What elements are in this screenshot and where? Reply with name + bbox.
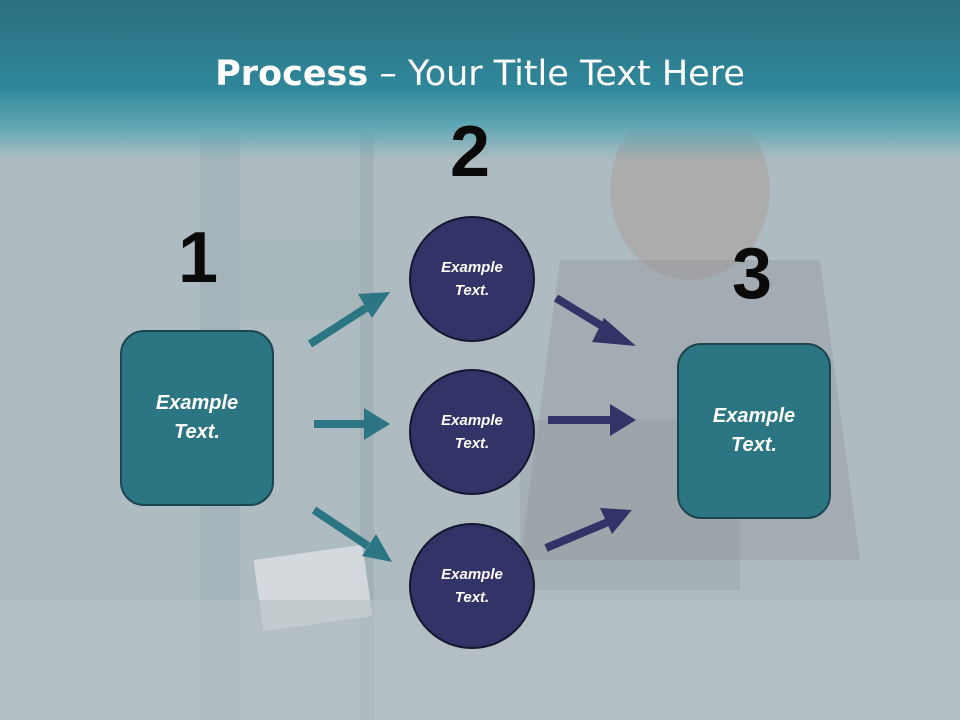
title-bold: Process	[215, 54, 369, 94]
circle-top-text: Example Text.	[441, 259, 503, 299]
arrow-middle-to-right	[548, 404, 636, 436]
circle-middle-text: Example Text.	[441, 412, 503, 452]
step-2-circle-bottom: Example Text.	[409, 523, 535, 649]
arrow-bottom-to-right	[544, 508, 632, 552]
arrow-left-to-top	[307, 292, 390, 348]
step-2-circle-top: Example Text.	[409, 216, 535, 342]
step-3-box: Example Text.	[677, 343, 831, 519]
step-number-2: 2	[450, 112, 491, 192]
step-2-circle-middle: Example Text.	[409, 369, 535, 495]
step-1-text: Example Text.	[155, 392, 239, 443]
step-1-box: Example Text.	[120, 330, 274, 506]
slide-title: Process – Your Title Text Here	[0, 50, 960, 98]
step-number-1: 1	[178, 218, 219, 298]
step-3-text: Example Text.	[712, 405, 796, 456]
arrow-left-to-middle	[314, 408, 390, 440]
circle-bottom-text: Example Text.	[441, 566, 503, 606]
title-rest: – Your Title Text Here	[368, 54, 745, 94]
title-band	[0, 0, 960, 160]
step-number-3: 3	[732, 234, 773, 314]
arrow-top-to-right	[553, 294, 636, 346]
arrow-left-to-bottom	[311, 506, 392, 562]
